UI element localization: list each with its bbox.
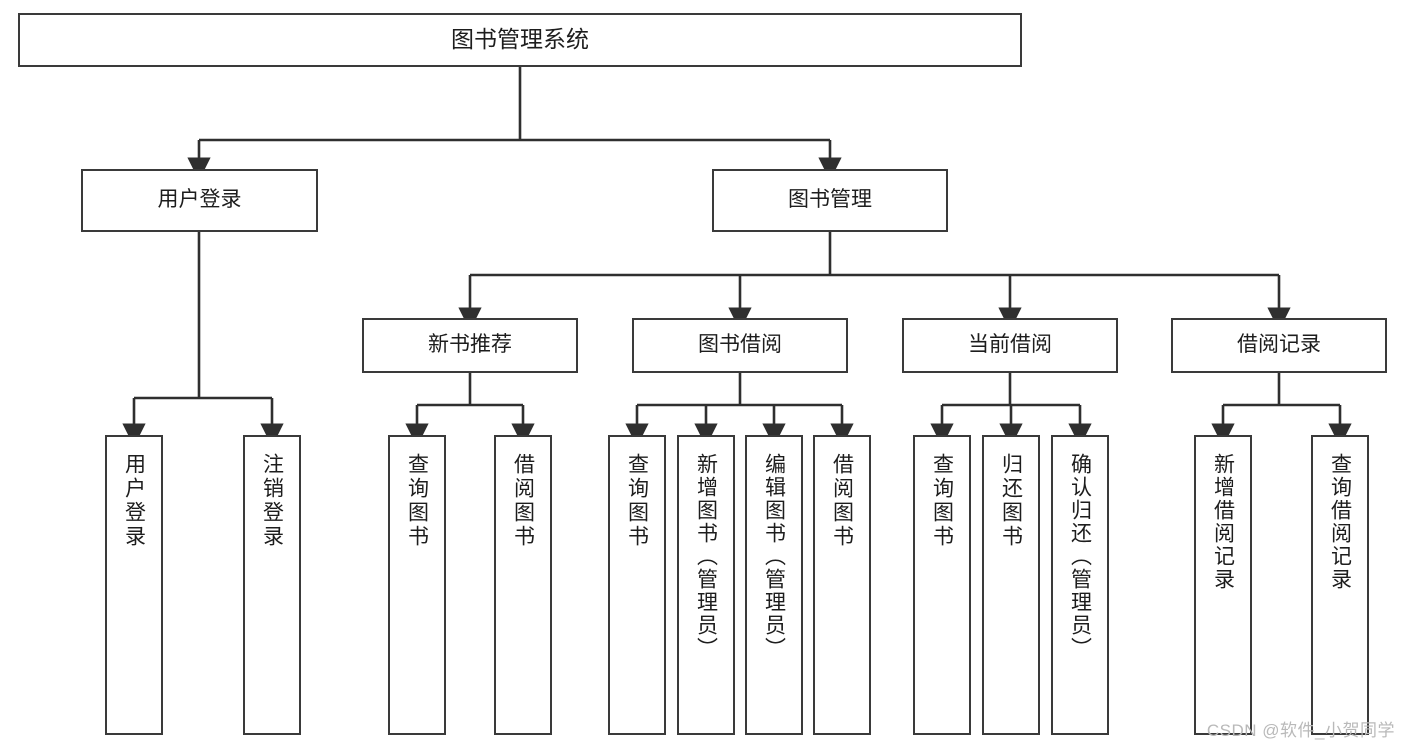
leaf-query-books-borrow[interactable]: 查询图书 bbox=[608, 435, 666, 735]
leaf-query-books-current[interactable]: 查询图书 bbox=[913, 435, 971, 735]
node-user-login[interactable]: 用户登录 bbox=[81, 169, 318, 232]
node-label: 查询图书 bbox=[405, 453, 429, 549]
leaf-user-login[interactable]: 用户登录 bbox=[105, 435, 163, 735]
node-label: 用户登录 bbox=[122, 453, 146, 549]
node-label: 查询图书 bbox=[625, 453, 649, 549]
node-new-book-recommendation[interactable]: 新书推荐 bbox=[362, 318, 578, 373]
node-book-borrowing[interactable]: 图书借阅 bbox=[632, 318, 848, 373]
leaf-borrow-books[interactable]: 借阅图书 bbox=[813, 435, 871, 735]
node-label: 查询借阅记录 bbox=[1328, 453, 1352, 591]
leaf-borrow-books-new[interactable]: 借阅图书 bbox=[494, 435, 552, 735]
watermark: CSDN @软件_小贺同学 bbox=[1206, 721, 1395, 740]
node-current-borrowing[interactable]: 当前借阅 bbox=[902, 318, 1118, 373]
node-label: 当前借阅 bbox=[968, 333, 1052, 357]
leaf-confirm-return-admin[interactable]: 确认归还（管理员） bbox=[1051, 435, 1109, 735]
leaf-return-books[interactable]: 归还图书 bbox=[982, 435, 1040, 735]
node-label: 用户登录 bbox=[157, 188, 242, 212]
node-borrowing-records[interactable]: 借阅记录 bbox=[1171, 318, 1387, 373]
node-label: 借阅图书 bbox=[511, 453, 535, 549]
leaf-query-books-new[interactable]: 查询图书 bbox=[388, 435, 446, 735]
node-label: 确认归还（管理员） bbox=[1068, 453, 1092, 660]
node-label: 注销登录 bbox=[260, 453, 284, 549]
node-label: 图书借阅 bbox=[698, 333, 782, 357]
leaf-add-book-admin[interactable]: 新增图书（管理员） bbox=[677, 435, 735, 735]
node-label: 新增图书（管理员） bbox=[694, 453, 718, 660]
leaf-edit-book-admin[interactable]: 编辑图书（管理员） bbox=[745, 435, 803, 735]
leaf-query-borrow-record[interactable]: 查询借阅记录 bbox=[1311, 435, 1369, 735]
node-label: 查询图书 bbox=[930, 453, 954, 549]
node-label: 归还图书 bbox=[999, 453, 1023, 549]
node-book-management[interactable]: 图书管理 bbox=[712, 169, 948, 232]
leaf-add-borrow-record[interactable]: 新增借阅记录 bbox=[1194, 435, 1252, 735]
node-label: 新书推荐 bbox=[428, 333, 512, 357]
leaf-logout-login[interactable]: 注销登录 bbox=[243, 435, 301, 735]
node-label: 借阅图书 bbox=[830, 453, 854, 549]
node-label: 图书管理系统 bbox=[451, 26, 589, 53]
node-label: 图书管理 bbox=[788, 188, 872, 212]
node-label: 编辑图书（管理员） bbox=[762, 453, 786, 660]
node-book-management-system[interactable]: 图书管理系统 bbox=[18, 13, 1022, 67]
node-label: 新增借阅记录 bbox=[1211, 453, 1235, 591]
node-label: 借阅记录 bbox=[1237, 333, 1321, 357]
